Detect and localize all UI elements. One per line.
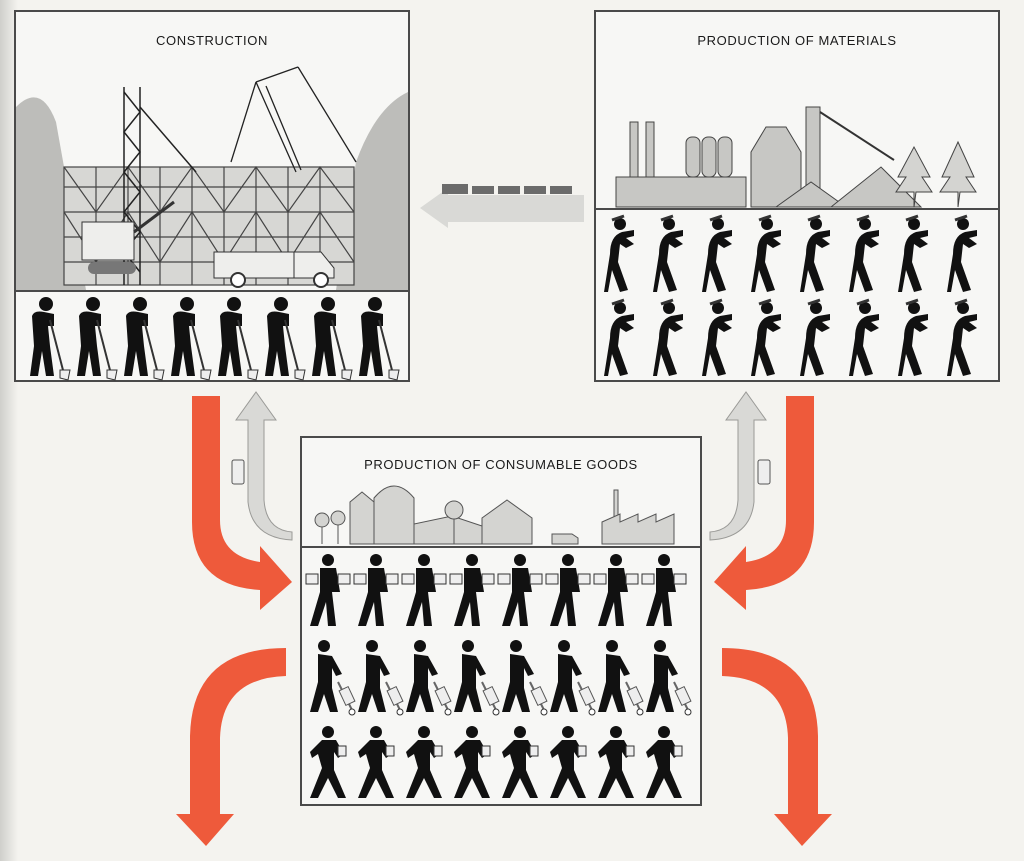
barn-icon (373, 485, 415, 545)
pale-arrow-to-materials (709, 391, 771, 541)
train-arrow (420, 184, 584, 228)
page-edge-shadow (0, 0, 18, 861)
tree-icon (314, 510, 346, 544)
materials-industry-illustration (615, 106, 977, 208)
construction-site-illustration (16, 66, 408, 290)
red-arrow-output-right (722, 648, 832, 846)
excavator-icon (81, 200, 175, 274)
construction-workers-row (16, 290, 408, 382)
pale-arrow-to-construction (231, 391, 293, 541)
tree-icon (444, 500, 464, 544)
factory-icon (601, 513, 675, 545)
conveyor-belt (819, 111, 895, 161)
tree-icon (895, 140, 977, 208)
barn-icon (349, 491, 375, 545)
factory-icon (615, 106, 923, 208)
hammering-workers (602, 214, 979, 378)
panel-title: PRODUCTION OF CONSUMABLE GOODS (364, 457, 638, 472)
train-icon (442, 184, 572, 194)
truck-icon (551, 533, 579, 545)
construction-panel: CONSTRUCTION (14, 10, 410, 382)
digging-workers (29, 296, 400, 381)
crane-icon (230, 66, 357, 173)
truck-icon (757, 459, 771, 485)
town-illustration (314, 485, 675, 545)
consumable-workers (305, 553, 692, 799)
panel-title: CONSTRUCTION (156, 33, 268, 48)
materials-workers-grid (596, 208, 998, 382)
red-arrow-materials-to-goods (714, 396, 814, 610)
truck-icon (213, 251, 335, 288)
red-arrow-construction-to-goods (192, 396, 292, 610)
consumable-workers-grid (302, 546, 700, 806)
truck-icon (231, 459, 245, 485)
materials-panel: PRODUCTION OF MATERIALS (594, 10, 1000, 382)
red-arrow-output-left (176, 648, 286, 846)
panel-title: PRODUCTION OF MATERIALS (697, 33, 897, 48)
consumable-goods-panel: PRODUCTION OF CONSUMABLE GOODS (300, 436, 702, 806)
